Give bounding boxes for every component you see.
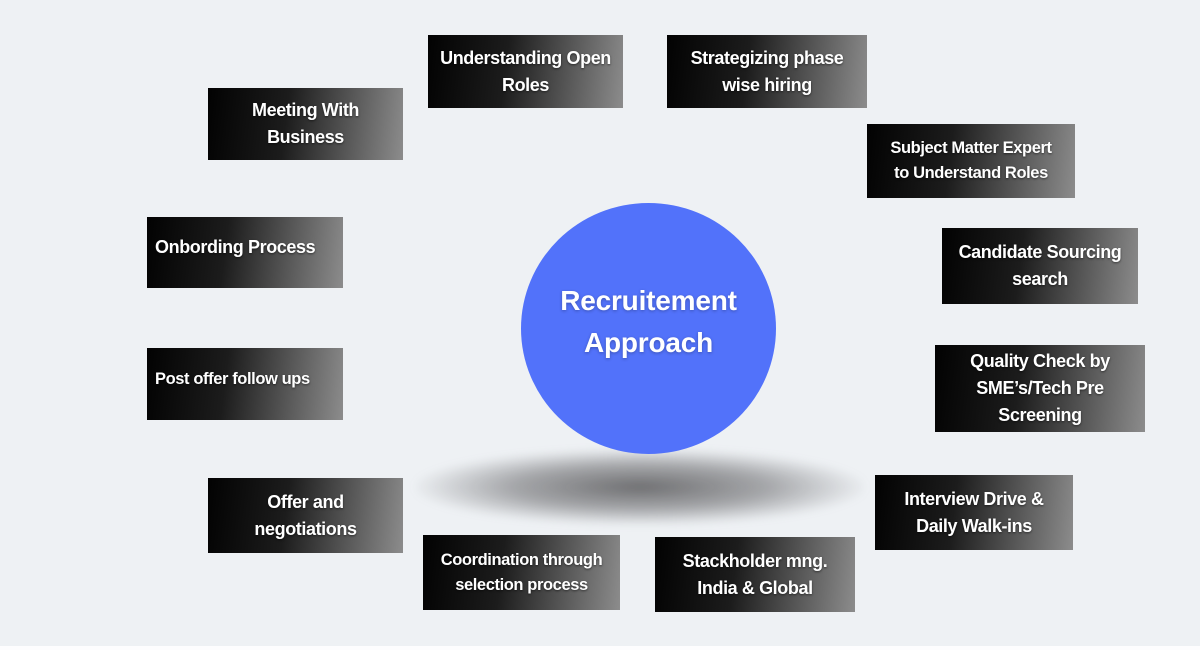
node-label: Quality Check by SME’s/Tech Pre Screenin… [970,351,1110,425]
node-quality-check-sme: Quality Check by SME’s/Tech Pre Screenin… [935,345,1145,432]
node-label: Understanding Open Roles [440,47,611,95]
node-interview-drive-walkins: Interview Drive & Daily Walk-ins [875,475,1073,550]
node-offer-and-negotiations: Offer and negotiations [208,478,403,553]
node-label: Offer and negotiations [254,491,357,539]
diagram-title: Recruitement Approach [560,284,737,358]
ground-shadow-ellipse [415,449,865,525]
node-label: Subject Matter Expert to Understand Role… [890,139,1052,182]
node-label: Stackholder mng. India & Global [682,550,828,598]
node-label: Interview Drive & Daily Walk-ins [904,488,1044,536]
node-strategizing-phase-wise-hiring: Strategizing phase wise hiring [667,35,867,108]
node-label: Onbording Process [155,237,316,257]
bottom-white-strip [0,646,1200,650]
node-subject-matter-expert: Subject Matter Expert to Understand Role… [867,124,1075,198]
node-label: Strategizing phase wise hiring [690,47,844,95]
node-label: Coordination through selection process [440,550,603,594]
node-candidate-sourcing-search: Candidate Sourcing search [942,228,1138,304]
node-stackholder-mng-india-global: Stackholder mng. India & Global [655,537,855,612]
center-circle-recruitement-approach: Recruitement Approach [521,203,776,454]
node-label: Candidate Sourcing search [958,242,1122,289]
node-coordination-selection-process: Coordination through selection process [423,535,620,610]
node-understanding-open-roles: Understanding Open Roles [428,35,623,108]
node-post-offer-follow-ups: Post offer follow ups [147,348,343,420]
node-meeting-with-business: Meeting With Business [208,88,403,160]
node-label: Post offer follow ups [155,369,310,388]
node-onbording-process: Onbording Process [147,217,343,288]
node-label: Meeting With Business [251,100,360,147]
